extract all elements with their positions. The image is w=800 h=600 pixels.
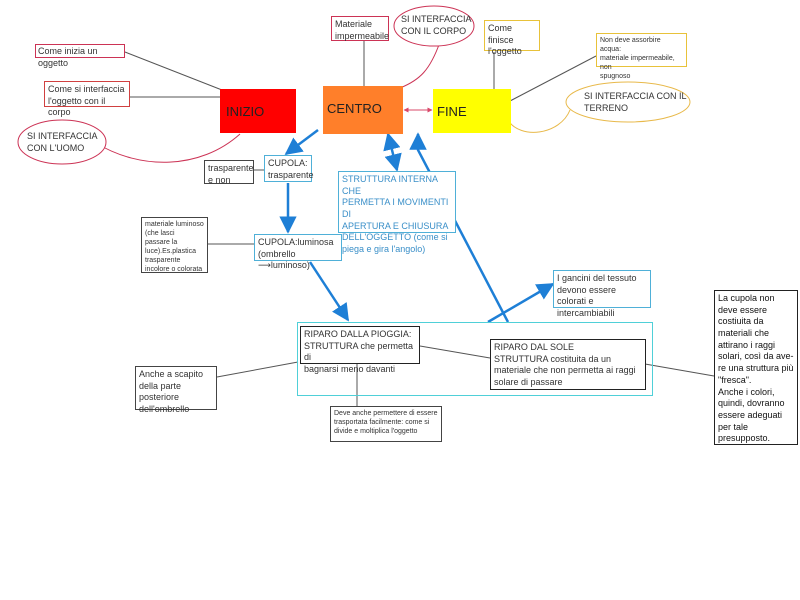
note-riparo-pioggia: RIPARO DALLA PIOGGIA: STRUTTURA che perm… — [300, 326, 420, 374]
centro-block: CENTRO — [323, 86, 403, 134]
oval-text-si-interfaccia-corpo: SI INTERFACCIA CON IL CORPO — [401, 14, 472, 36]
line-scapito-riparo — [216, 361, 299, 378]
note-cupola-luminosa: CUPOLA:luminosa (ombrello ⟶luminoso) — [254, 234, 342, 270]
arrow-centro-struttura — [383, 132, 402, 172]
oval-si-interfaccia-corpo — [393, 5, 475, 47]
centro-label: CENTRO — [327, 101, 382, 116]
line-cupola-sole — [644, 363, 715, 377]
fine-block: FINE — [433, 89, 511, 133]
line-assorbire-fine — [509, 55, 597, 102]
note-trasparente-e-non: trasparente e non — [204, 160, 254, 185]
oval-text-si-interfaccia-uomo: SI INTERFACCIA CON L'UOMO — [27, 131, 98, 153]
curve-uomo-inizio — [95, 133, 241, 163]
note-struttura-interna: STRUTTURA INTERNA CHE PERMETTA I MOVIMEN… — [338, 171, 456, 254]
fine-label: FINE — [437, 104, 467, 119]
note-ganci: I gancini del tessuto devono essere colo… — [553, 270, 651, 318]
note-come-interfaccia-corpo: Come si interfaccia l'oggetto con il cor… — [44, 81, 130, 117]
note-cupola-trasparente: CUPOLA: trasparente — [264, 155, 314, 182]
riparo-frame — [297, 322, 653, 396]
oval-si-interfaccia-uomo — [17, 119, 107, 165]
note-non-deve-assorbire: Non deve assorbire acqua: materiale impe… — [596, 33, 687, 80]
inizio-label: INIZIO — [226, 104, 265, 119]
line-pioggia-sole — [419, 345, 491, 359]
curve-terreno-fine — [507, 109, 571, 133]
note-anche-a-scapito: Anche a scapito della parte posteriore d… — [135, 366, 217, 414]
note-come-inizia: Come inizia un oggetto — [35, 44, 125, 68]
inizio-block: INIZIO — [220, 89, 296, 133]
note-trasportata: Deve anche permettere di essere trasport… — [330, 406, 442, 442]
oval-si-interfaccia-terreno — [565, 81, 691, 123]
oval-text-si-interfaccia-terreno: SI INTERFACCIA CON IL TERRENO — [584, 91, 687, 113]
note-materiale-impermeabile: Materiale impermeabile — [331, 16, 389, 41]
note-come-finisce: Come finisce l'oggetto — [484, 20, 540, 56]
note-riparo-sole: RIPARO DAL SOLE STRUTTURA costituita da … — [490, 339, 646, 390]
note-materiale-luminoso: materiale luminoso (che lasci passare la… — [141, 217, 208, 273]
note-cupola-non-deve: La cupola non deve essere costiuita da m… — [714, 290, 798, 445]
curve-corpo-centro — [399, 41, 441, 89]
arrow-riparo-fine — [409, 132, 510, 323]
arrow-riparo-ganci — [487, 282, 555, 324]
arrow-centro-cupola — [284, 129, 319, 156]
arrow-luminosa-riparo — [308, 261, 350, 322]
line-inizia-inizio — [124, 51, 223, 91]
